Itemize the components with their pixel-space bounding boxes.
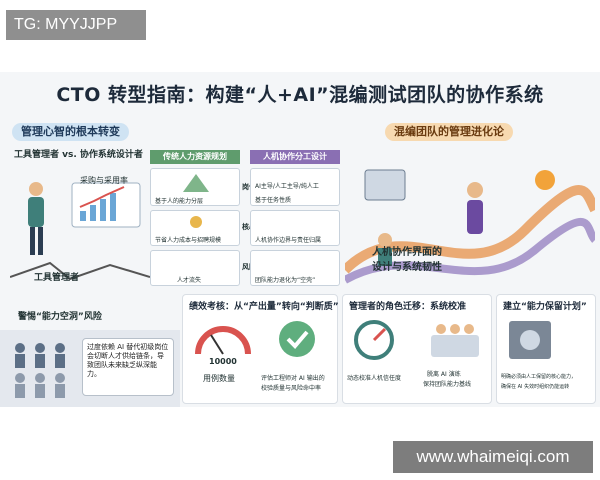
row2-b: 人机协作边界与责任归属 xyxy=(255,237,322,244)
person-head-icon xyxy=(467,182,483,198)
people-group-icon xyxy=(15,343,65,398)
card-performance-title: 绩效考核：从“产出量”转向“判断质” xyxy=(189,302,339,312)
row2-b-box: 人机协作边界与责任归属 xyxy=(250,210,340,246)
col-b-header: 人机协作分工设计 xyxy=(250,150,340,164)
person-head-icon xyxy=(29,182,43,196)
person-label: 工具管理者 xyxy=(34,273,80,283)
gauge-icon xyxy=(195,326,251,355)
ai-node-icon xyxy=(535,170,555,190)
card-performance-label-1: 用例数量 xyxy=(203,374,235,383)
infographic-poster: CTO 转型指南：构建“人+AI”混编测试团队的协作系统 管理心智的根本转变 工… xyxy=(0,72,600,407)
card-performance-label-2: 评估工程师对 AI 输出的 xyxy=(261,375,325,382)
crack-icon xyxy=(10,261,150,281)
row3-b-box: 团队能力退化为“空壳” xyxy=(250,250,340,286)
col-a-header: 传统人力资源规划 xyxy=(150,150,240,164)
card-role-label-1: 动态校准人机信任度 xyxy=(347,375,402,382)
source-tag: TG: MYYJJPP xyxy=(6,10,146,40)
card-role-label-3: 保持团队能力基线 xyxy=(423,381,472,388)
checkmark-badge-icon xyxy=(279,321,315,357)
risk-note: 过度依赖 AI 替代初级岗位会切断人才供给链条，导致团队未来缺乏纵深能力。 xyxy=(82,338,174,396)
pyramid-icon xyxy=(183,174,209,192)
tool-manager-illustration xyxy=(10,182,150,281)
row3-a: 人才流失 xyxy=(177,277,202,284)
coins-icon xyxy=(190,216,202,228)
ai-chip-icon xyxy=(364,169,406,201)
collaboration-illustration xyxy=(345,169,595,284)
row1-a: 基于人的能力分层 xyxy=(155,198,204,205)
person-body-icon xyxy=(28,197,44,227)
row1-a-box: 基于人的能力分层 xyxy=(150,168,240,206)
row1-b: AI主导/人工主导/纯人工 xyxy=(255,183,319,190)
watermark: www.whaimeiqi.com xyxy=(393,441,593,473)
right-section-pill: 混编团队的管理进化论 xyxy=(385,123,513,141)
left-subtitle: 工具管理者 vs. 协作系统设计者 xyxy=(14,150,143,160)
right-caption-2: 设计与系统韧性 xyxy=(372,262,442,273)
card-retention-label-1: 明确必须由人工保留的核心能力， xyxy=(501,374,577,380)
card-retention-title: 建立“能力保留计划” xyxy=(503,302,587,312)
card-retention-label-2: 确保在 AI 失效时组织仍能运转 xyxy=(501,384,570,390)
row3-b: 团队能力退化为“空壳” xyxy=(255,277,316,284)
safe-vault-icon xyxy=(509,321,551,359)
flow-ribbon-icon xyxy=(345,185,595,274)
card-performance: 绩效考核：从“产出量”转向“判断质” 10000 用例数量 评估工程师对 AI … xyxy=(182,294,339,404)
row2-a-box: 节省人力成本与招聘规模 xyxy=(150,210,240,246)
card-role: 管理者的角色迁移：系统校准 动态校准人机信任度 脱离 AI 演练 保持团队能力基… xyxy=(342,294,492,404)
row1-b-box: AI主导/人工主导/纯人工 基于任务性质 xyxy=(250,168,340,206)
calibration-icon xyxy=(354,320,394,360)
row3-a-box: 人才流失 xyxy=(150,250,240,286)
card-retention: 建立“能力保留计划” 明确必须由人工保留的核心能力， 确保在 AI 失效时组织仍… xyxy=(496,294,596,404)
card-role-title: 管理者的角色迁移：系统校准 xyxy=(349,302,467,312)
row2-a: 节省人力成本与招聘规模 xyxy=(155,237,222,244)
warning-label: 警惕“能力空洞”风险 xyxy=(18,312,102,322)
comparison-panel: 传统人力资源规划 人机协作分工设计 基于人的能力分层 岗位分配 AI主导/人工主… xyxy=(150,150,340,290)
card-role-label-2: 脱离 AI 演练 xyxy=(427,371,461,378)
gauge-value: 10000 xyxy=(209,357,237,366)
chart-label: 采购与采用率 xyxy=(80,176,128,185)
poster-title: CTO 转型指南：构建“人+AI”混编测试团队的协作系统 xyxy=(56,84,544,106)
card-performance-label-3: 校验质量与风险命中率 xyxy=(261,385,322,392)
right-caption-1: 人机协作界面的 xyxy=(372,247,442,258)
row1-b2: 基于任务性质 xyxy=(255,197,292,204)
team-drill-icon xyxy=(431,324,479,357)
left-section-pill: 管理心智的根本转变 xyxy=(12,123,129,141)
